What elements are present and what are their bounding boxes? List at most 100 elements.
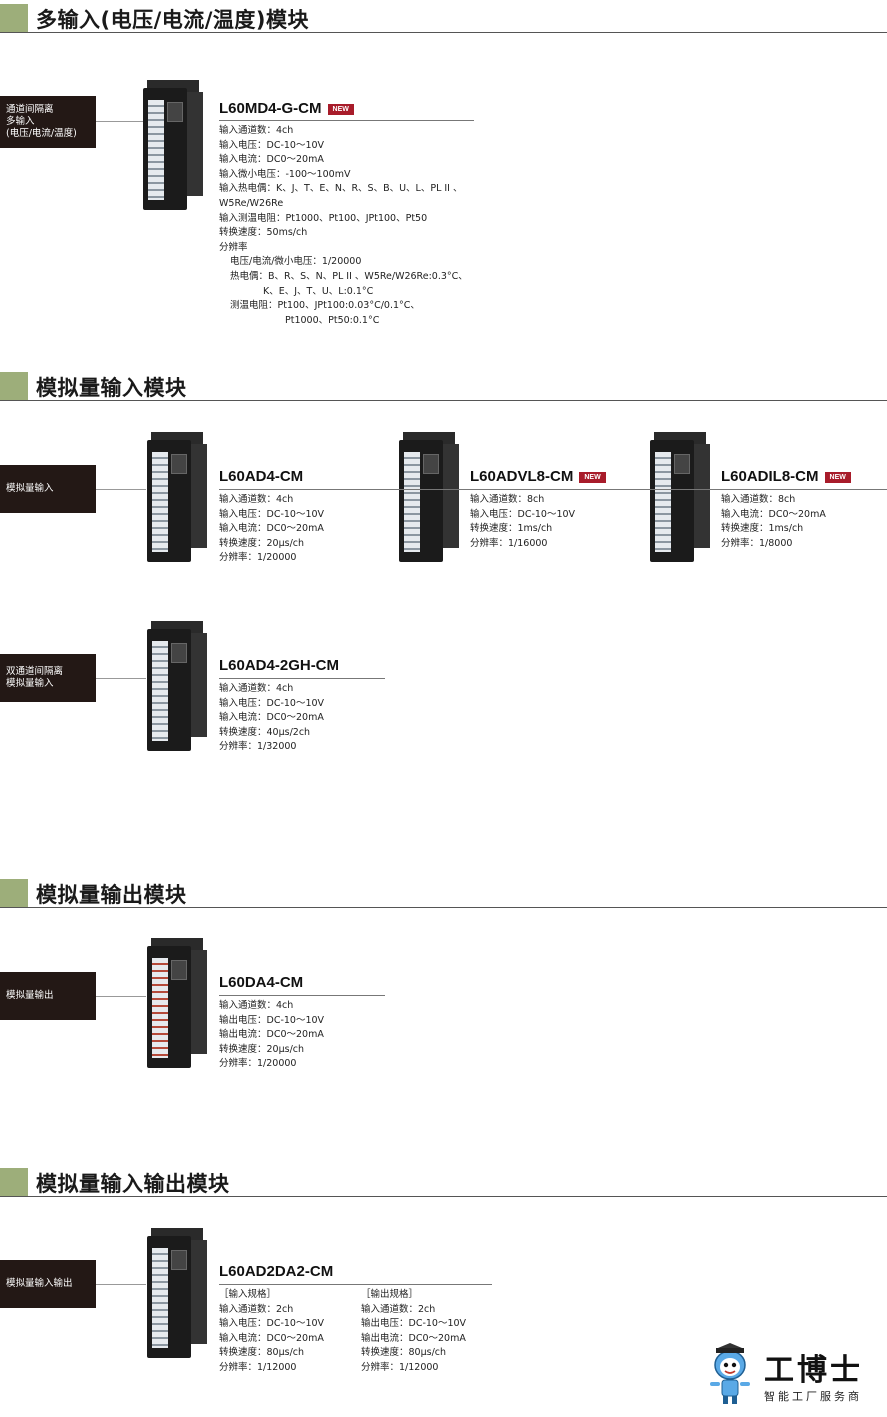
module-image-da4 [147,938,207,1068]
product-name-text: L60MD4-G-CM [219,100,322,117]
spec-line: 转换速度：1ms/ch [470,523,553,535]
spec-line: 输入电流：DC0～20mA [219,154,324,166]
spec-line: 输入电流：DC0～20mA [219,523,324,535]
spec-list-md4: 输入通道数：4ch 输入电压：DC-10～10V 输入电流：DC0～20mA 输… [219,124,468,328]
spec-line: 转换速度：1ms/ch [721,523,804,535]
connector-line [96,1284,146,1285]
spec-list-ad2da2-output: ［输出规格］ 输入通道数：2ch 输出电压：DC-10～10V 输出电流：DC0… [361,1288,466,1376]
brand-tagline: 智能工厂服务商 [764,1390,862,1403]
spec-line: 输入电流：DC0～20mA [219,712,324,724]
spec-line: 输入电压：DC-10～10V [470,508,576,520]
section-header-analog-output: 模拟量输出模块 [0,877,887,911]
spec-line: 输入通道数：8ch [721,494,796,505]
module-image-ad2da2 [147,1228,207,1358]
section-title: 模拟量输入模块 [36,376,187,400]
spec-line: 输出电压：DC-10～10V [361,1318,467,1330]
spec-line: 输入通道数：2ch [219,1303,294,1315]
spec-line: 输入测温电阻：Pt1000、Pt100、JPt100、Pt50 [219,212,428,224]
spec-line: 输出电压：DC-10～10V [219,1014,325,1026]
spec-line: 热电偶：B、R、S、N、PL II 、W5Re/W26Re:0.3°C、 [230,270,468,282]
robot-mascot-icon [710,1343,750,1404]
spec-line: 输入电流：DC0～20mA [219,1332,324,1344]
section-title: 多输入(电压/电流/温度)模块 [36,8,310,32]
product-name-ad4-2gh: L60AD4-2GH-CM [219,657,340,674]
product-name-text: L60ADVL8-CM [470,468,574,485]
connector-line [96,678,146,679]
spec-line: 输入电压：DC-10～10V [219,1318,325,1330]
spec-line: 输入通道数：4ch [219,683,294,694]
name-underline [219,678,385,679]
category-label-analog-input: 模拟量输入 [0,465,96,513]
connector-line [96,121,146,122]
spec-line: 分辨率：1/12000 [219,1361,297,1373]
spec-line: 输出电流：DC0～20mA [219,1029,324,1041]
spec-line: 转换速度：50ms/ch [219,227,308,239]
brand-logo: 工博士 智能工厂服务商 [706,1343,876,1407]
new-badge: NEW [579,471,606,483]
section-title: 模拟量输出模块 [36,883,187,907]
section-marker [0,879,28,907]
spec-line: Pt1000、Pt50:0.1°C [285,314,380,326]
section-rule [0,1196,887,1197]
new-badge: NEW [327,103,354,115]
spec-line: 测温电阻：Pt100、JPt100:0.03°C/0.1°C、 [230,300,420,312]
spec-heading: ［输出规格］ [361,1289,419,1300]
section-title: 模拟量输入输出模块 [36,1172,230,1196]
section-rule [0,400,887,401]
product-name-ad2da2: L60AD2DA2-CM [219,1263,334,1280]
spec-line: 输入通道数：4ch [219,125,294,136]
product-name-da4: L60DA4-CM [219,974,304,991]
spec-line: 输入电压：DC-10～10V [219,508,325,520]
category-label-isolated-input: 双通道间隔离 模拟量输入 [0,654,96,702]
spec-list-da4: 输入通道数：4ch 输出电压：DC-10～10V 输出电流：DC0～20mA 转… [219,999,324,1072]
category-line: (电压/电流/温度) [6,128,77,139]
spec-line: 分辨率：1/32000 [219,741,297,753]
section-marker [0,1168,28,1196]
spec-line: 电压/电流/微小电压：1/20000 [230,256,362,268]
spec-line: 输入通道数：8ch [470,494,545,505]
name-underline [219,1284,492,1285]
spec-line: 输入通道数：2ch [361,1303,436,1315]
spec-line: 分辨率：1/20000 [219,552,297,564]
spec-line: 输入热电偶：K、J、T、E、N、R、S、B、U、L、PL II 、 [219,183,463,195]
category-label-analog-output: 模拟量输出 [0,972,96,1020]
section-marker [0,372,28,400]
name-underline [219,489,396,490]
spec-line: W5Re/W26Re [219,197,284,209]
product-name-md4: L60MD4-G-CM NEW [219,100,354,117]
module-image-advl8 [399,432,459,562]
spec-line: 转换速度：40μs/2ch [219,726,311,738]
section-header-multi-input: 多输入(电压/电流/温度)模块 [0,2,887,36]
brand-name: 工博士 [764,1353,863,1388]
category-line: 模拟量输出 [6,990,54,1001]
spec-line: 转换速度：80μs/ch [361,1347,447,1359]
module-image-ad4-2gh [147,621,207,751]
spec-list-ad4-2gh: 输入通道数：4ch 输入电压：DC-10～10V 输入电流：DC0～20mA 转… [219,682,324,755]
product-name-advl8: L60ADVL8-CM NEW [470,468,606,485]
spec-line: 输入电压：DC-10～10V [219,139,325,151]
name-underline [647,489,887,490]
spec-line: 分辨率：1/8000 [721,537,793,549]
spec-line: 分辨率 [219,241,248,253]
product-name-text: L60ADIL8-CM [721,468,819,485]
spec-list-ad4: 输入通道数：4ch 输入电压：DC-10～10V 输入电流：DC0～20mA 转… [219,493,324,566]
spec-heading: ［输入规格］ [219,1289,277,1300]
section-header-analog-input: 模拟量输入模块 [0,370,887,404]
category-line: 通道间隔离 [6,104,54,115]
spec-list-ad2da2-input: ［输入规格］ 输入通道数：2ch 输入电压：DC-10～10V 输入电流：DC0… [219,1288,324,1376]
spec-line: 转换速度：80μs/ch [219,1347,305,1359]
section-rule [0,32,887,33]
category-label-multi-input: 通道间隔离 多输入 (电压/电流/温度) [0,96,96,148]
spec-line: 分辨率：1/16000 [470,537,548,549]
section-rule [0,907,887,908]
spec-line: 输出电流：DC0～20mA [361,1332,466,1344]
spec-line: 分辨率：1/20000 [219,1058,297,1070]
category-line: 双通道间隔离 [6,666,64,677]
name-underline [219,995,385,996]
category-line: 多输入 [6,116,35,127]
category-line: 模拟量输入输出 [6,1278,73,1289]
spec-line: 输入通道数：4ch [219,494,294,505]
spec-line: 转换速度：20μs/ch [219,537,305,549]
spec-line: 输入通道数：4ch [219,1000,294,1011]
